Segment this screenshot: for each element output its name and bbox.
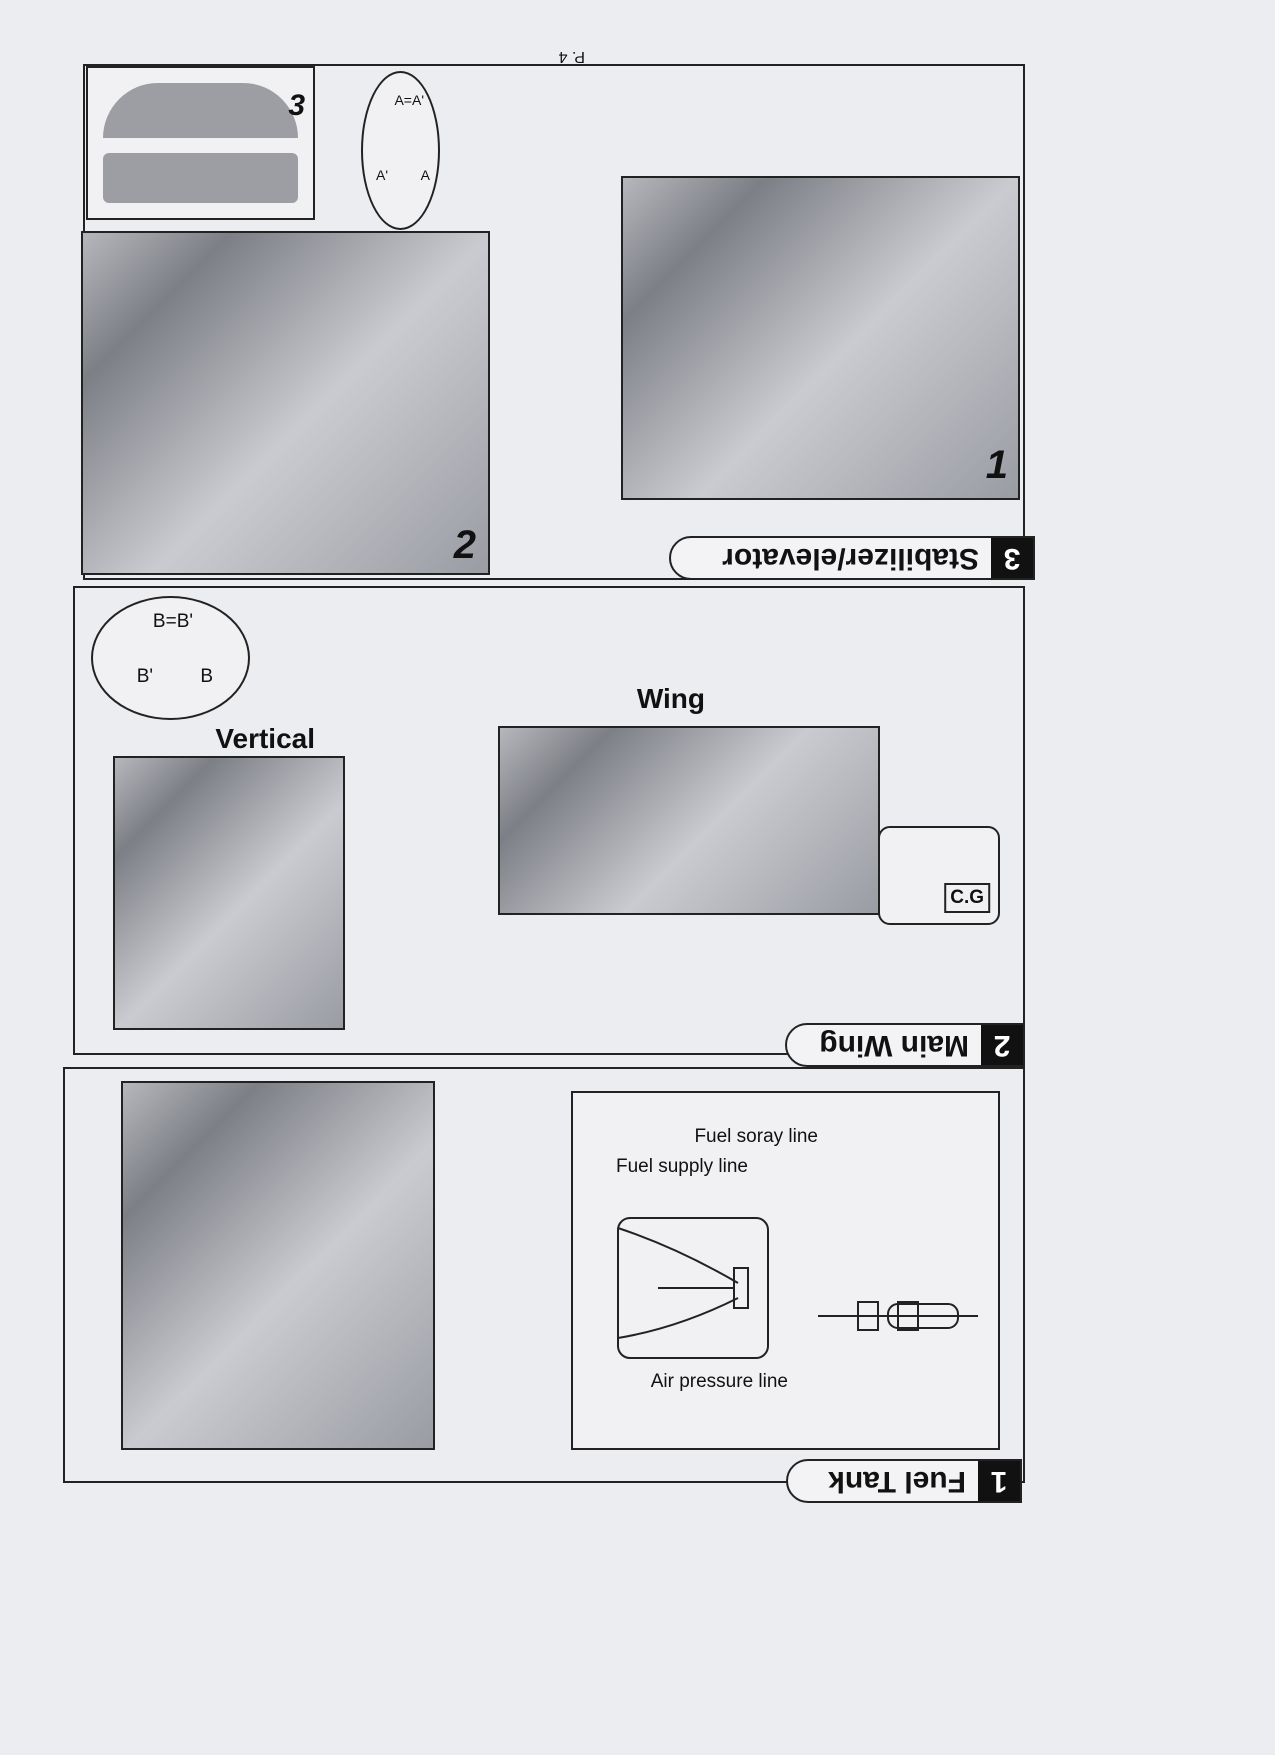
a-label: A: [420, 167, 430, 183]
fuel-line-diagram: Air pressure line Fuel supply line Fuel …: [571, 1091, 1000, 1450]
b-equal-diagram: B=B' B B': [91, 596, 250, 720]
step-2-photo: 2: [81, 231, 490, 575]
cg-icon: C.G: [878, 826, 1000, 925]
vertical-label: Vertical: [215, 723, 315, 754]
main-wing-header: 2 Main Wing: [785, 1023, 1025, 1067]
a-equation: A=A': [394, 92, 424, 108]
air-pressure-line-label: Air pressure line: [650, 1371, 788, 1392]
fuel-spray-line-label: Fuel soray line: [694, 1126, 818, 1147]
wing-vertical-photo: [113, 756, 345, 1030]
step-1-photo: 1: [621, 176, 1020, 500]
page-number: P. 4: [558, 48, 585, 65]
fuel-tank-stopper-drawing: [617, 1217, 978, 1359]
fuel-tank-photo: [121, 1081, 435, 1450]
section-number: 1: [978, 1461, 1020, 1501]
wing-label: Wing: [636, 683, 705, 714]
a-prime-label: A': [375, 167, 388, 183]
cg-label: C.G: [944, 883, 990, 913]
step-3-diagram: 3: [86, 66, 315, 220]
step-1-number: 1: [985, 443, 1008, 487]
section-number: 3: [991, 538, 1033, 578]
b-prime-label: B': [136, 666, 153, 687]
stabilizer-header: 3 Stabilizer/elevator: [669, 536, 1035, 580]
section-title: Stabilizer/elevator: [722, 542, 979, 575]
b-label: B: [200, 666, 213, 687]
section-number: 2: [981, 1025, 1023, 1065]
b-equation: B=B': [152, 611, 193, 632]
fuel-tank-header: 1 Fuel Tank: [786, 1459, 1022, 1503]
section-title: Main Wing: [819, 1029, 969, 1062]
step-3-number: 3: [288, 89, 305, 122]
fuel-supply-line-label: Fuel supply line: [615, 1156, 748, 1177]
wing-photo: [498, 726, 880, 915]
step-2-number: 2: [453, 523, 476, 567]
a-equal-diagram: A=A' A A': [361, 71, 440, 230]
fuselage-shape: [103, 83, 298, 138]
stabilizer-shape: [103, 153, 298, 203]
section-title: Fuel Tank: [828, 1465, 966, 1498]
